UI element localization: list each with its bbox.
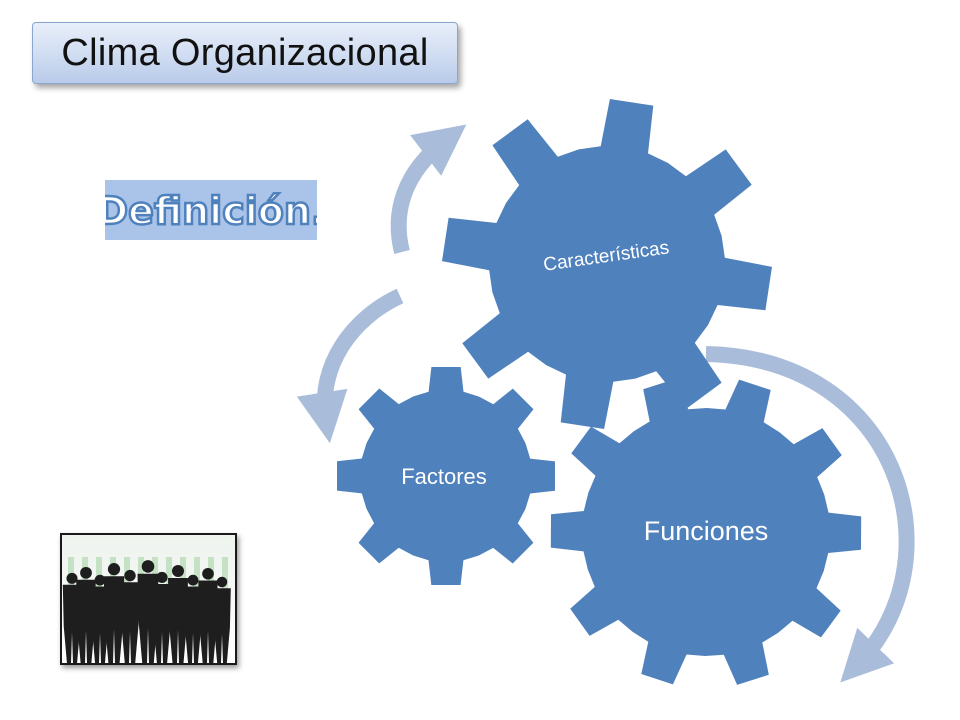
gear-icon-caracteristicas[interactable] bbox=[442, 99, 772, 429]
page-title: Clima Organizacional bbox=[32, 22, 458, 84]
cycle-arrow-icon bbox=[390, 124, 467, 254]
people-silhouettes-image bbox=[60, 533, 237, 665]
people-silhouettes-svg bbox=[62, 557, 231, 663]
definition-label-box[interactable]: Definición. bbox=[95, 180, 327, 240]
definition-label: Definición. bbox=[105, 189, 317, 233]
gear-icon-funciones[interactable] bbox=[550, 379, 862, 685]
cycle-arrow-icon bbox=[296, 288, 404, 444]
gear-label-funciones: Funciones bbox=[644, 516, 769, 546]
gear-label-factores: Factores bbox=[401, 464, 487, 489]
gear-icon-factores[interactable] bbox=[337, 367, 555, 585]
definition-label-svg: Definición. bbox=[95, 188, 326, 235]
cycle-arrow-icon bbox=[705, 346, 915, 683]
